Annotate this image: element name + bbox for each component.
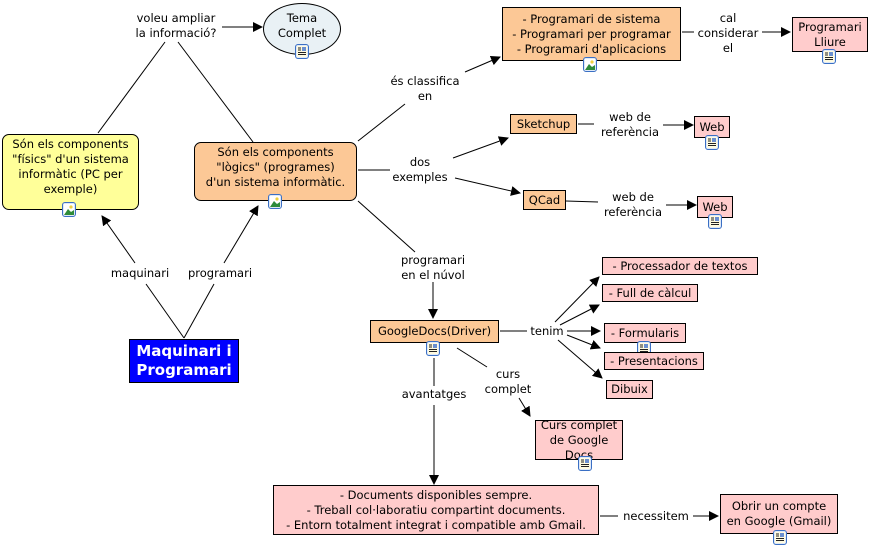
line-software-voleu	[177, 41, 254, 143]
line-tenim-dibuix	[557, 339, 603, 379]
concept-programari-lliure[interactable]: Programari Lliure	[792, 17, 868, 52]
document-resource-icon[interactable]	[578, 456, 592, 471]
concept-software-text: Són els components "lògics" (programes) …	[205, 145, 346, 189]
concept-full-calcul-text: - Full de càlcul	[608, 285, 692, 300]
concept-software-types[interactable]: - Programari de sistema - Programari per…	[502, 7, 681, 61]
document-resource-icon[interactable]	[773, 530, 787, 545]
concept-qcad[interactable]: QCad	[523, 190, 566, 210]
concept-curs-complet[interactable]: Curs complet de Google Docs	[535, 418, 623, 462]
concept-web-sketchup-text: Web	[699, 119, 725, 134]
root-concept-maquinari-programari[interactable]: Maquinari i Programari	[129, 339, 239, 383]
link-label-curs: curs complet	[484, 367, 532, 396]
concept-compte-google-text: Obrir un compte en Google (Gmail)	[726, 499, 832, 528]
link-label-web-ref-1: web de referència	[600, 110, 660, 139]
line-software-nuvol	[357, 200, 416, 253]
image-resource-icon[interactable]	[268, 194, 282, 209]
line-googledocs-curs	[456, 347, 488, 368]
concept-googledocs[interactable]: GoogleDocs(Driver)	[370, 320, 499, 343]
link-label-maquinari: maquinari	[110, 266, 170, 280]
image-resource-icon[interactable]	[62, 202, 76, 217]
line-tenim-processador	[554, 276, 600, 323]
concept-dibuix-text: Dibuix	[611, 382, 648, 396]
line-tenim-presentacions	[566, 334, 601, 350]
line-hardware-voleu	[97, 41, 166, 134]
concept-hardware-text: Són els components "físics" d'un sistema…	[12, 137, 129, 196]
concept-googledocs-text: GoogleDocs(Driver)	[377, 324, 492, 338]
concept-web-qcad[interactable]: Web	[697, 196, 733, 218]
concept-processador-textos[interactable]: - Processador de textos	[602, 257, 758, 275]
concept-processador-textos-text: - Processador de textos	[612, 258, 748, 273]
document-resource-icon[interactable]	[708, 214, 722, 229]
link-label-tenim: tenim	[530, 324, 564, 338]
concept-sketchup[interactable]: Sketchup	[510, 114, 577, 134]
line-tenim-full	[559, 304, 600, 326]
link-label-dos-exemples: dos exemples	[392, 155, 448, 184]
document-resource-icon[interactable]	[705, 135, 719, 150]
line-root-programari	[183, 283, 215, 339]
line-software-classifica	[357, 103, 406, 142]
concept-qcad-text: QCad	[528, 192, 561, 207]
concept-tema-complet-text: Tema Complet	[277, 11, 327, 40]
concept-full-calcul[interactable]: - Full de càlcul	[602, 284, 698, 302]
concept-software-types-text: - Programari de sistema - Programari per…	[512, 11, 671, 56]
line-curs-cursnode	[518, 397, 531, 417]
concept-dibuix[interactable]: Dibuix	[606, 380, 653, 399]
concept-formularis[interactable]: - Formularis	[604, 323, 686, 343]
concept-avantatges-list-text: - Documents disponibles sempre. - Trebal…	[286, 487, 586, 532]
link-label-avantatges: avantatges	[401, 387, 467, 401]
concept-software[interactable]: Són els components "lògics" (programes) …	[194, 142, 357, 201]
concept-presentacions[interactable]: - Presentacions	[604, 352, 704, 370]
line-dos-sketchup	[452, 136, 509, 159]
link-label-cal-considerar: cal considerar el	[697, 11, 759, 55]
link-label-classifica: és classifica en	[390, 74, 460, 103]
line-classifica-types	[464, 55, 501, 73]
link-label-web-ref-2: web de referència	[603, 190, 663, 219]
line-programari-software	[223, 205, 259, 264]
concept-sketchup-text: Sketchup	[516, 116, 571, 131]
concept-compte-google[interactable]: Obrir un compte en Google (Gmail)	[720, 494, 838, 534]
concept-hardware[interactable]: Són els components "físics" d'un sistema…	[2, 134, 139, 210]
concept-avantatges-list[interactable]: - Documents disponibles sempre. - Trebal…	[273, 485, 599, 535]
concept-web-qcad-text: Web	[702, 199, 728, 214]
concept-web-sketchup[interactable]: Web	[694, 116, 730, 138]
line-dos-qcad	[454, 177, 521, 196]
line-qcad-webref	[565, 200, 599, 203]
concept-programari-lliure-text: Programari Lliure	[798, 19, 862, 49]
link-label-voleu: voleu ampliar la informació?	[135, 11, 217, 40]
concept-presentacions-text: - Presentacions	[610, 353, 698, 368]
concept-formularis-text: - Formularis	[610, 325, 680, 340]
document-resource-icon[interactable]	[822, 49, 836, 64]
image-resource-icon[interactable]	[583, 57, 597, 72]
line-root-maquinari	[145, 283, 185, 339]
link-label-nuvol: programari en el núvol	[400, 253, 466, 282]
document-resource-icon[interactable]	[295, 44, 309, 59]
document-resource-icon[interactable]	[426, 341, 440, 356]
link-label-necessitem: necessitem	[623, 509, 689, 523]
line-maquinari-hardware	[101, 215, 136, 264]
link-label-programari: programari	[187, 266, 253, 280]
